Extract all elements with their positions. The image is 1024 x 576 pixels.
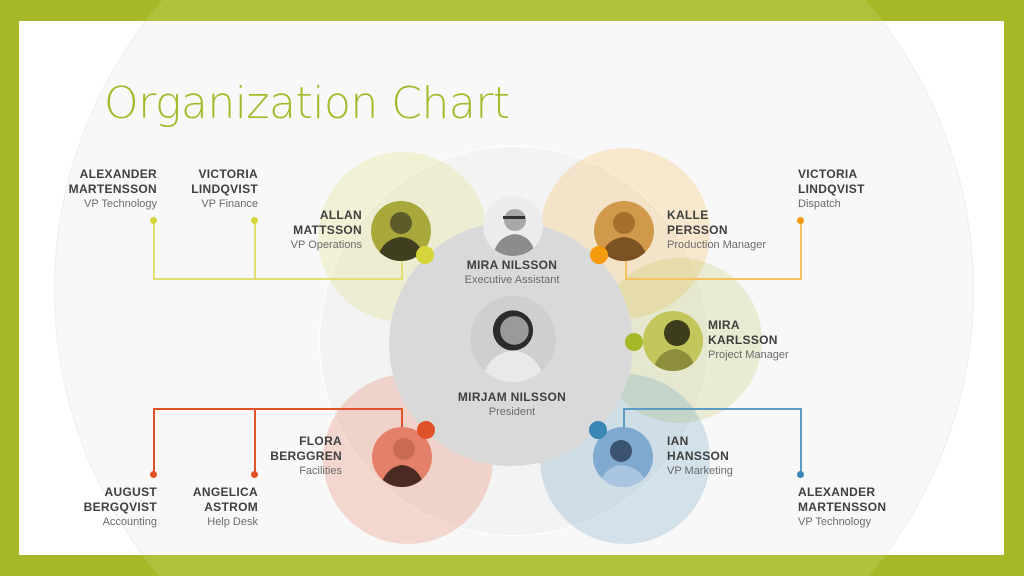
last-name: HANSSON	[667, 449, 730, 463]
connector-marketing-drop-1	[623, 408, 625, 430]
connector-facilities-drop-3	[401, 408, 403, 430]
person-role: VP Finance	[201, 198, 258, 210]
first-name: AUGUST	[104, 485, 157, 499]
photo-mira-nilsson	[483, 196, 543, 256]
pin-facilities-2	[251, 471, 258, 478]
connector-marketing-drop-2	[800, 408, 802, 474]
person-role: Production Manager	[667, 239, 767, 251]
connector-facilities-drop-2	[254, 408, 256, 474]
person-role: VP Technology	[798, 516, 871, 528]
last-name: MARTENSSON	[68, 182, 157, 196]
first-name: ALEXANDER	[798, 485, 876, 499]
photo-mirjam-nilsson	[470, 296, 556, 382]
last-name: PERSSON	[667, 223, 728, 237]
last-name: BERGQVIST	[83, 500, 157, 514]
last-name: ASTROM	[204, 500, 258, 514]
last-name: LINDQVIST	[798, 182, 865, 196]
person-role: President	[488, 406, 536, 418]
page-title: Organization Chart	[104, 78, 510, 129]
person-role: Accounting	[102, 516, 157, 528]
first-name: MIRA	[708, 318, 740, 332]
first-name: VICTORIA	[798, 167, 858, 181]
first-name: VICTORIA	[198, 167, 258, 181]
person-photo-icon	[483, 196, 543, 256]
person-mira-nilsson: MIRA NILSSON Executive Assistant	[447, 258, 577, 287]
first-name: ANGELICA	[192, 485, 258, 499]
connector-operations	[153, 278, 403, 280]
first-name: FLORA	[299, 434, 342, 448]
connector-facilities	[153, 408, 403, 410]
person-photo-icon	[470, 296, 556, 382]
pin-operations-2	[251, 217, 258, 224]
last-name: LINDQVIST	[191, 182, 258, 196]
first-name: ALLAN	[319, 208, 362, 222]
person-photo-icon	[643, 311, 703, 371]
dot-facilities	[417, 421, 435, 439]
last-name: BERGGREN	[270, 449, 342, 463]
connector-production-drop-1	[625, 258, 627, 279]
person-role: Dispatch	[798, 198, 841, 210]
pin-facilities-1	[150, 471, 157, 478]
last-name: MARTENSSON	[798, 500, 887, 514]
connector-facilities-drop-1	[153, 408, 155, 474]
dot-production	[590, 246, 608, 264]
connector-operations-drop-1	[153, 222, 155, 279]
pin-production-1	[797, 217, 804, 224]
person-name: MIRJAM NILSSON	[457, 390, 567, 404]
person-role: VP Marketing	[667, 465, 733, 477]
connector-marketing	[623, 408, 802, 410]
person-role: Executive Assistant	[464, 274, 560, 286]
last-name: MATTSSON	[293, 223, 362, 237]
dot-project	[625, 333, 643, 351]
person-role: Facilities	[299, 465, 342, 477]
person-role: Project Manager	[708, 349, 789, 361]
person-mirjam-nilsson: MIRJAM NILSSON President	[441, 390, 583, 419]
connector-production	[625, 278, 802, 280]
pin-operations-1	[150, 217, 157, 224]
connector-operations-drop-2	[254, 222, 256, 279]
person-name: MIRA NILSSON	[466, 258, 558, 272]
first-name: KALLE	[667, 208, 709, 222]
person-role: Help Desk	[207, 516, 258, 528]
connector-production-drop-2	[800, 222, 802, 279]
dot-marketing	[589, 421, 607, 439]
first-name: IAN	[667, 434, 689, 448]
last-name: KARLSSON	[708, 333, 778, 347]
connector-operations-drop-3	[401, 258, 403, 279]
pin-marketing-1	[797, 471, 804, 478]
photo-mira-karlsson	[643, 311, 703, 371]
first-name: ALEXANDER	[79, 167, 157, 181]
dot-operations	[416, 246, 434, 264]
person-role: VP Technology	[84, 198, 157, 210]
person-role: VP Operations	[290, 239, 362, 251]
